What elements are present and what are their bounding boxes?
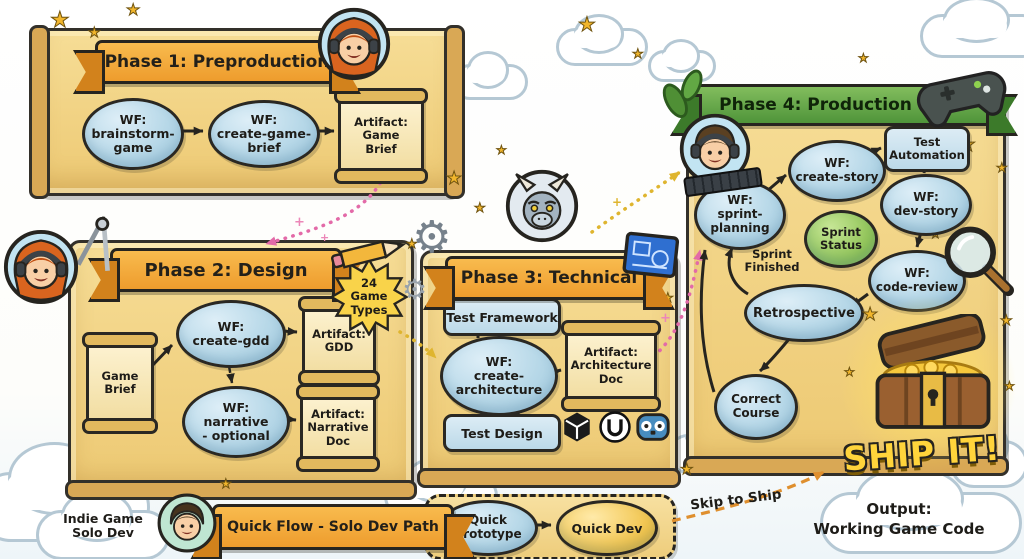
phase3-title: Phase 3: Technical (460, 268, 638, 288)
node-test-framework: Test Framework (443, 298, 561, 336)
node-artifact-narrative-doc: Artifact: Narrative Doc (296, 384, 380, 472)
star-icon: ★ (632, 47, 645, 62)
unity-engine-icon (560, 410, 594, 444)
quick-flow-banner: Quick Flow - Solo Dev Path (212, 504, 454, 550)
star-icon: ★ (50, 8, 71, 33)
phase3-banner: Phase 3: Technical (445, 256, 653, 300)
star-icon: ★ (406, 237, 419, 252)
pencil-icon (328, 231, 410, 275)
drafting-compass-icon (64, 209, 131, 279)
star-icon: ★ (996, 161, 1009, 176)
producer-woman-avatar (316, 6, 392, 82)
godot-engine-icon (634, 408, 672, 446)
solo-dev-avatar (156, 492, 218, 554)
sparkle-icon: + (612, 195, 623, 209)
node-wf-create-gdd: WF: create-gdd (176, 300, 286, 368)
dragon-avatar (504, 168, 580, 244)
node-game-brief: Game Brief (82, 332, 158, 434)
star-icon: ★ (844, 365, 856, 379)
star-icon: ★ (496, 143, 508, 157)
phase4-title: Phase 4: Production Cycle (719, 95, 969, 115)
magnifier-icon (938, 220, 1014, 296)
scroll-curl (29, 25, 50, 199)
sparkle-icon: + (320, 231, 330, 244)
star-icon: ★ (1000, 313, 1014, 329)
sparkle-icon: + (660, 311, 671, 326)
developer-man-avatar (678, 112, 752, 186)
game-controller-icon (909, 57, 1015, 136)
cloud (556, 14, 648, 66)
phase2-title: Phase 2: Design (144, 259, 308, 281)
node-wf-create-architecture: WF: create- architecture (440, 336, 558, 416)
output-label: Output: Working Game Code (813, 500, 985, 538)
blueprint-icon (617, 223, 684, 283)
star-icon: ★ (88, 25, 102, 41)
phase1-title: Phase 1: Preproduction (104, 52, 330, 72)
cloud (452, 51, 528, 100)
game-types-badge: 24 Game Types (329, 257, 409, 337)
node-wf-brainstorm-game: WF: brainstorm- game (82, 98, 184, 170)
node-wf-dev-story: WF: dev-story (880, 174, 972, 236)
node-artifact-game-brief: Artifact: Game Brief (334, 88, 428, 184)
sprint-finished-label: Sprint Finished (744, 247, 800, 275)
cloud (920, 0, 1024, 58)
node-wf-narrative: WF: narrative - optional (182, 386, 290, 458)
node-test-automation: Test Automation (884, 126, 970, 172)
treasure-chest-icon (856, 312, 1010, 448)
phase1-banner: Phase 1: Preproduction (95, 40, 339, 84)
star-icon: ★ (858, 51, 870, 65)
star-icon: ★ (220, 477, 233, 492)
star-icon: ★ (861, 304, 879, 325)
leaves-icon (660, 66, 708, 124)
phase2-banner: Phase 2: Design (110, 248, 342, 292)
node-correct-course: Correct Course (714, 374, 798, 440)
node-wf-create-story: WF: create-story (788, 140, 886, 202)
star-icon: ★ (679, 460, 694, 478)
game-types-badge-label: 24 Game Types (350, 276, 388, 317)
star-icon: ★ (474, 201, 487, 216)
node-wf-create-game-brief: WF: create-game- brief (208, 100, 320, 168)
scroll-curl (65, 480, 417, 500)
node-wf-sprint-planning: WF: sprint- planning (694, 180, 786, 250)
unreal-engine-icon (598, 410, 632, 444)
sparkle-icon: + (294, 215, 305, 230)
gear-icon: ⚙ (412, 212, 452, 263)
star-icon: ★ (445, 168, 463, 189)
solo-dev-label: Indie Game Solo Dev (63, 511, 143, 541)
gear-icon: ⚙ (402, 273, 428, 306)
quick-flow-title: Quick Flow - Solo Dev Path (227, 519, 439, 535)
cloud (648, 39, 716, 82)
scroll-curl (444, 25, 465, 199)
designer-woman-avatar (2, 228, 80, 306)
star-icon: ★ (578, 12, 597, 36)
cloud (820, 465, 1022, 554)
node-quick-dev: Quick Dev (556, 500, 658, 556)
star-icon: ★ (1004, 379, 1016, 393)
scroll-curl (417, 468, 681, 488)
star-icon: ★ (125, 0, 141, 19)
node-artifact-architecture-doc: Artifact: Architecture Doc (561, 320, 661, 412)
cloud (36, 490, 170, 559)
node-sprint-status: Sprint Status (804, 210, 878, 268)
node-test-design: Test Design (443, 414, 561, 452)
